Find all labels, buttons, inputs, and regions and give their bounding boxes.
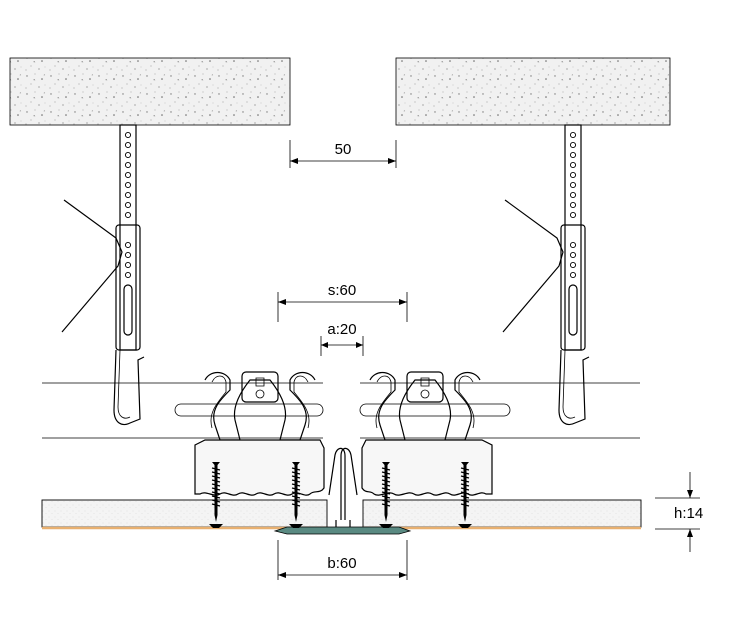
- dimension-a-label: a:20: [327, 321, 356, 338]
- concrete-slab-left: [9, 57, 291, 126]
- dimension-gap-top-label: 50: [335, 141, 352, 158]
- hanger-left: [113, 124, 145, 426]
- joint-connector: [328, 447, 358, 531]
- bottom-profile-right: [361, 439, 493, 496]
- dimension-b: b:60: [277, 540, 408, 580]
- ceiling-board-right: [362, 499, 642, 528]
- hanger-spring-left: [61, 199, 123, 333]
- dimension-height-label: h:14: [674, 505, 703, 522]
- dimension-spacing: s:60: [277, 282, 408, 322]
- bottom-profile-left: [194, 439, 325, 496]
- dimension-gap-top: 50: [289, 140, 397, 168]
- concrete-slab-right: [395, 57, 671, 126]
- dimension-b-label: b:60: [327, 555, 356, 572]
- dimension-height: h:14: [655, 472, 703, 552]
- ceiling-board-left: [41, 499, 328, 528]
- dimension-a: a:20: [320, 321, 364, 356]
- dimension-spacing-label: s:60: [328, 282, 356, 299]
- spring-clip-left: [204, 371, 316, 441]
- carrier-profile-left: [42, 382, 324, 439]
- hanger-right: [558, 124, 590, 426]
- joint-cover-strip: [273, 526, 412, 535]
- hanger-spring-right: [502, 199, 564, 333]
- spring-clip-right: [369, 371, 481, 441]
